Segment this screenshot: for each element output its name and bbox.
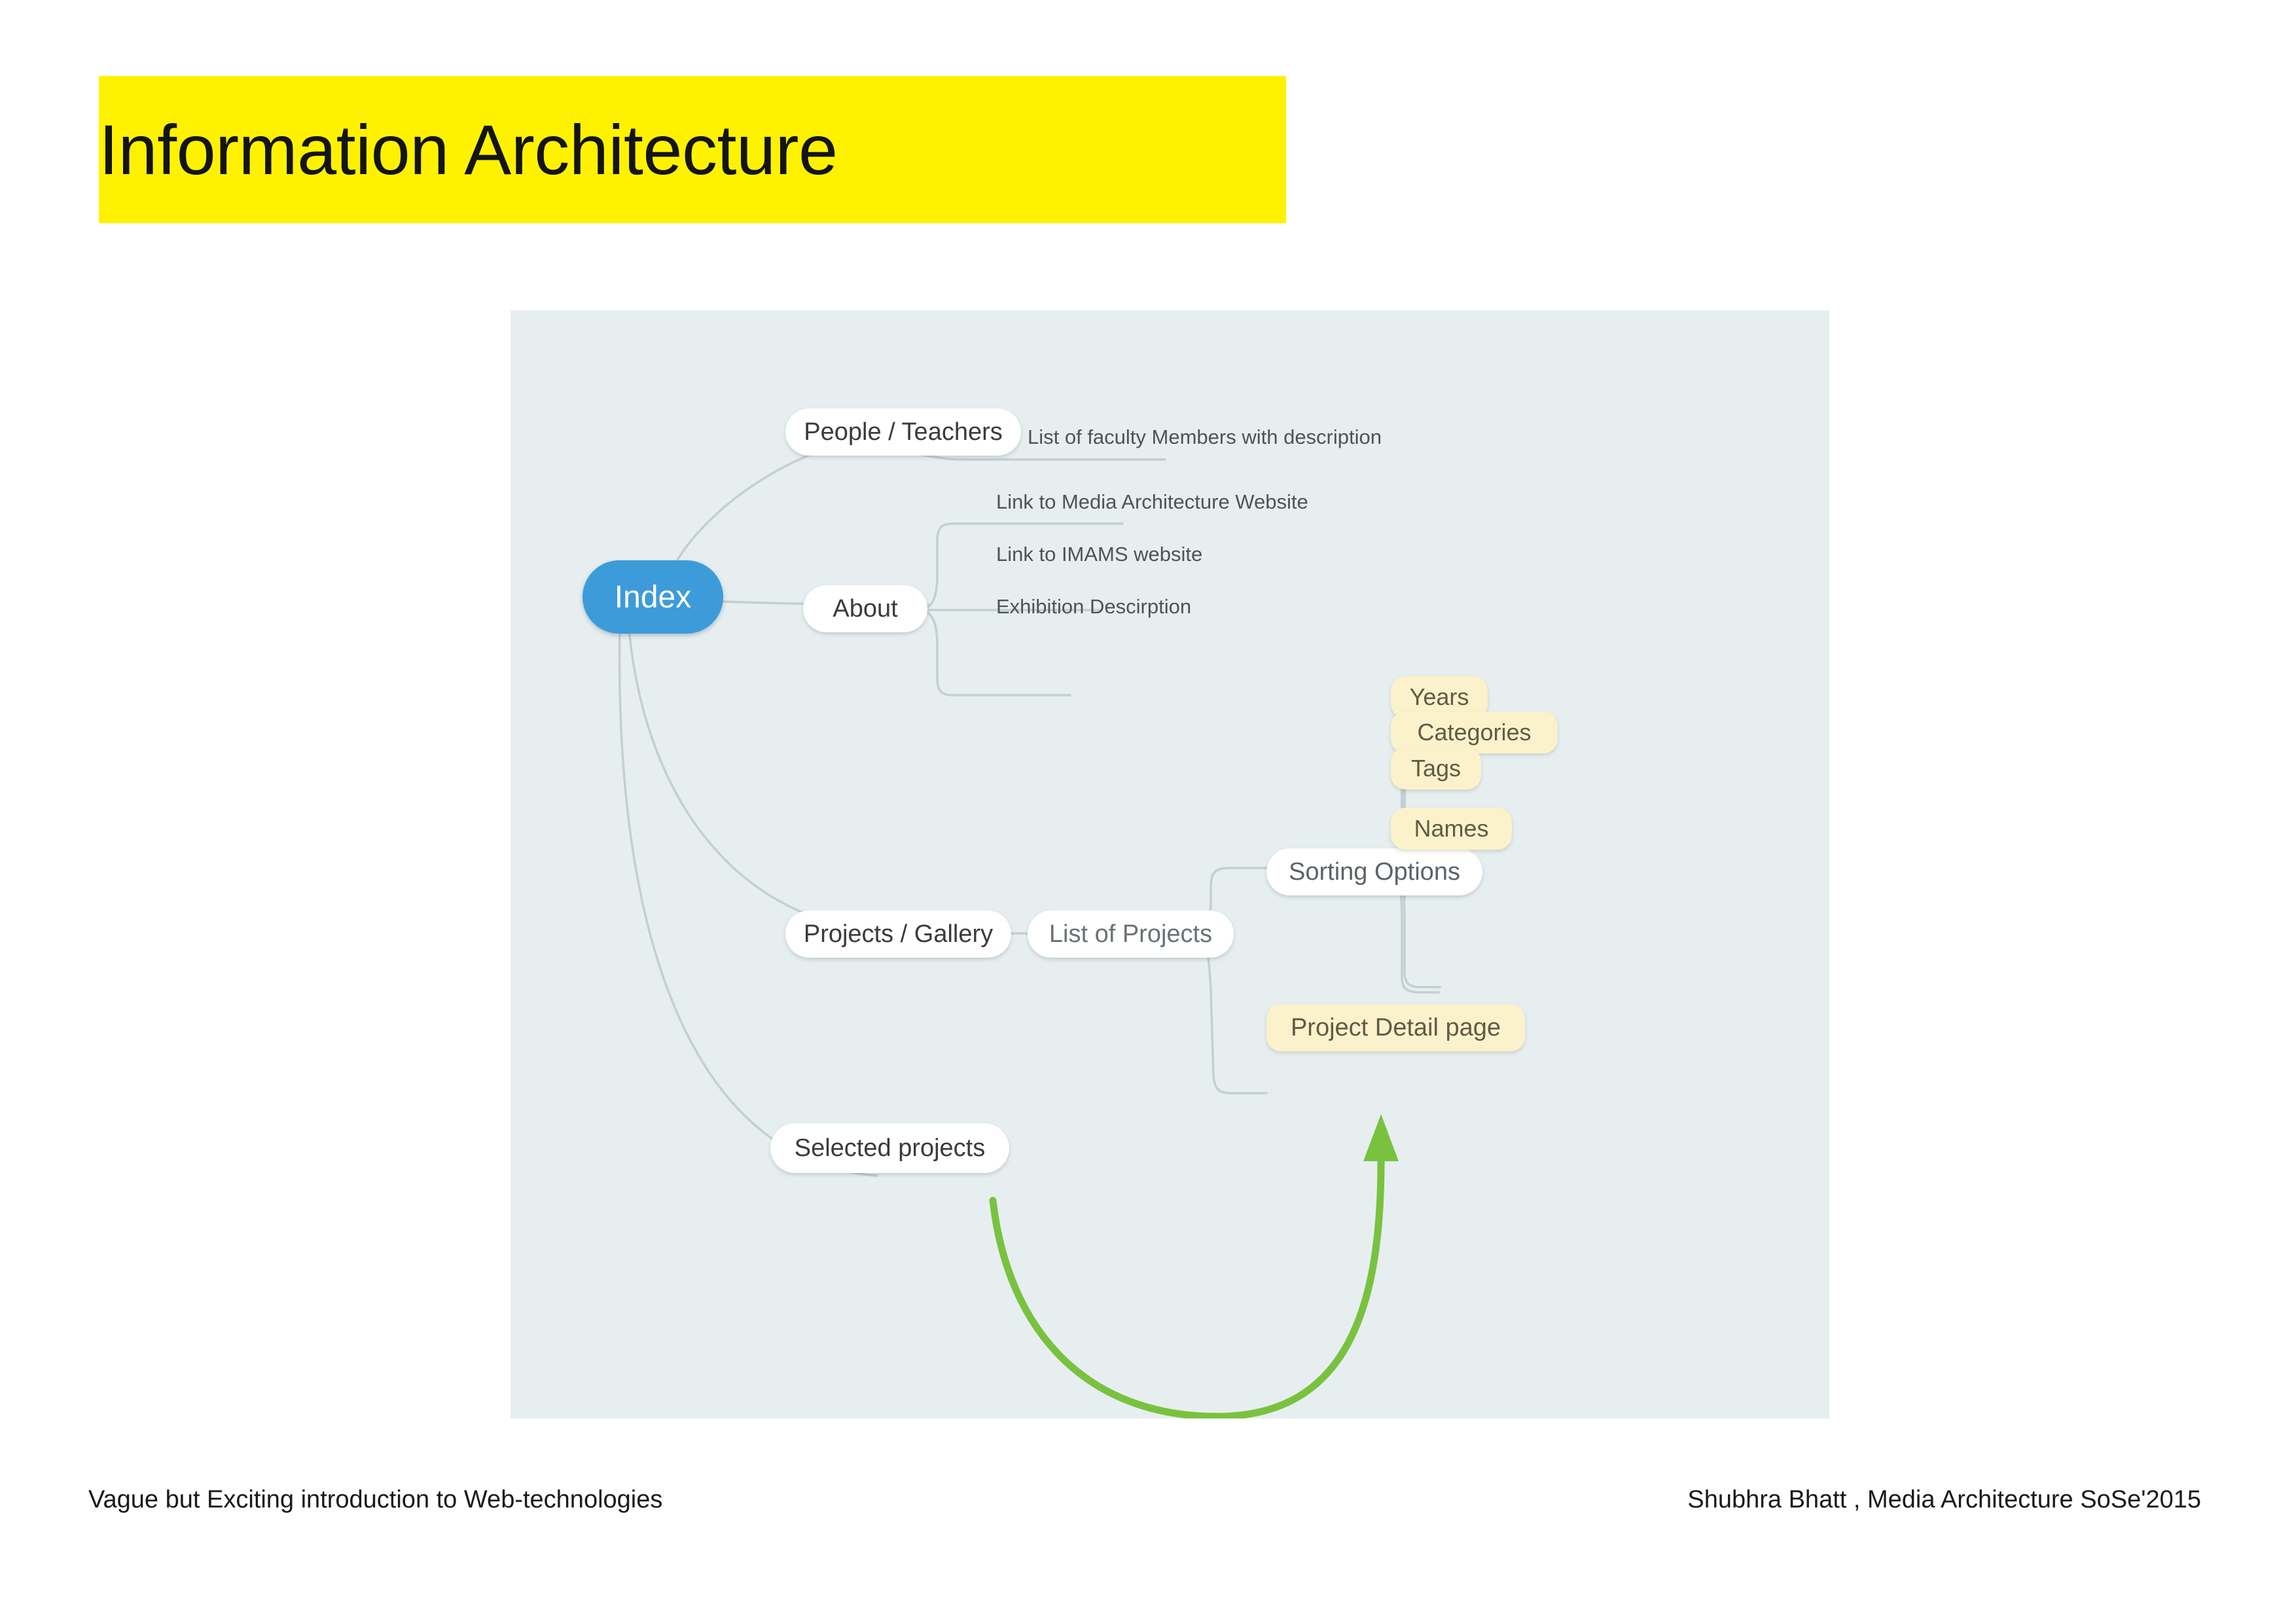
node-sort-years[interactable]: Years — [1391, 676, 1488, 718]
node-projects-gallery-label: Projects / Gallery — [803, 920, 994, 948]
node-sort-categories[interactable]: Categories — [1391, 712, 1558, 753]
node-list-of-projects[interactable]: List of Projects — [1028, 911, 1234, 958]
node-index-root[interactable]: Index — [583, 560, 723, 634]
node-sort-names-label: Names — [1414, 815, 1489, 842]
node-project-detail-page-label: Project Detail page — [1290, 1013, 1501, 1041]
footer-right-text: Shubhra Bhatt , Media Architecture SoSe'… — [1687, 1486, 2201, 1513]
node-sort-tags[interactable]: Tags — [1391, 748, 1481, 789]
footer-left-text: Vague but Exciting introduction to Web-t… — [88, 1486, 663, 1513]
title-banner — [99, 76, 1286, 223]
node-sort-categories-label: Categories — [1417, 719, 1532, 746]
diagram-connectors — [618, 431, 1441, 1418]
node-sorting-options-label: Sorting Options — [1289, 857, 1460, 886]
node-about-link-imams: Link to IMAMS website — [996, 538, 1278, 571]
node-about-link-imams-label: Link to IMAMS website — [996, 543, 1203, 566]
node-index-root-label: Index — [614, 579, 692, 615]
node-project-detail-page[interactable]: Project Detail page — [1266, 1004, 1525, 1051]
node-list-of-projects-label: List of Projects — [1049, 920, 1213, 948]
node-people-teachers-description-label: List of faculty Members with description — [1028, 425, 1382, 448]
node-projects-gallery[interactable]: Projects / Gallery — [785, 911, 1011, 958]
node-people-teachers-description: List of faculty Members with description — [1028, 420, 1394, 454]
node-sort-names[interactable]: Names — [1391, 808, 1512, 850]
node-about-exhibition-description-label: Exhibition Descirption — [996, 595, 1192, 618]
node-sort-tags-label: Tags — [1410, 755, 1462, 782]
information-architecture-diagram: People / Teachers List of faculty Member… — [511, 310, 1829, 1418]
node-about-exhibition-description: Exhibition Descirption — [996, 590, 1278, 623]
node-people-teachers[interactable]: People / Teachers — [785, 408, 1021, 456]
node-selected-projects[interactable]: Selected projects — [770, 1123, 1009, 1173]
node-sort-years-label: Years — [1409, 683, 1469, 710]
node-selected-projects-label: Selected projects — [794, 1134, 986, 1162]
node-about-label: About — [833, 594, 898, 623]
node-sorting-options[interactable]: Sorting Options — [1266, 848, 1482, 895]
page-title: Information Architecture — [99, 76, 1286, 223]
node-about-link-media-architecture: Link to Media Architecture Website — [996, 486, 1336, 518]
page-title-label: Information Architecture — [99, 110, 838, 189]
node-about-link-media-architecture-label: Link to Media Architecture Website — [996, 490, 1308, 513]
node-about[interactable]: About — [803, 585, 927, 632]
node-people-teachers-label: People / Teachers — [804, 418, 1003, 446]
